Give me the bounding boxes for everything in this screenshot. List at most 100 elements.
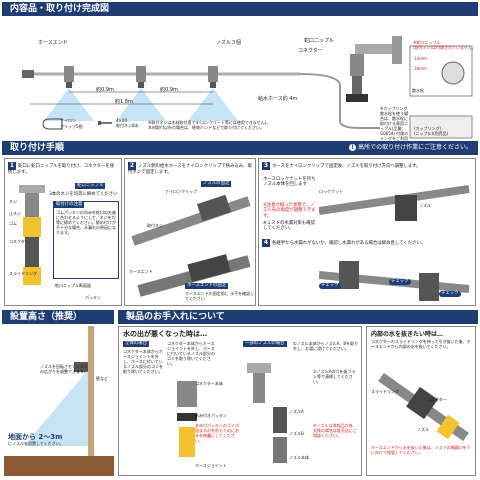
soak-text: ②ノズルAの穴を歯ブラシ等で清掃してください。 <box>313 369 356 384</box>
height-warning: !高所での取り付け作業にご注意ください。 <box>349 141 472 155</box>
label-coupling: (カップリング) <box>414 126 442 131</box>
label-distance-3: 約0.9m <box>160 87 178 93</box>
step-number: 1 <box>8 162 16 170</box>
label-mount-screw: 取付ネジ <box>147 223 163 228</box>
warning-angle: ※注意が揃った状態で、ノズル先の角度が調整できます。 <box>263 203 316 219</box>
nozzle-2 <box>136 66 146 88</box>
section-title: 設置高さ（推奨） <box>10 312 83 322</box>
section-header-contents: 内容品・取り付け完成図 <box>2 2 478 16</box>
step-number: 3 <box>262 162 270 170</box>
packing-note-box: 取付けの注意 ゴムパッキンの凹みを蛇口の先端に合わせるようにして、ネジを均等に締… <box>53 201 119 279</box>
drain-text: コネクターのスライドリングを持って引き抜いた後、ホースエンドから内部の水を抜いて… <box>371 339 471 349</box>
connector-detail-text: コネクター本体からホースジョイントを外し、ホースに付いているノズル部分のゴミを取… <box>167 341 215 366</box>
section-title: 内容品・取り付け完成図 <box>10 4 110 14</box>
all-case-text: コネクター本体からホースジョイントを外し、ホースに付いているノズル部分のゴミを取… <box>123 349 163 374</box>
nozzle-angle-note: ノズルを回転させてミストの広がりを調整できます。 <box>40 364 88 374</box>
label-nozzle-body: ノズル本体 <box>289 455 309 460</box>
tag-faucet-nipple: 蛇口ニップル <box>75 183 106 189</box>
coupling-note: ※カップリング散水栓を使う場合は、散水栓に取付ける専用ニップル(品番：G0654… <box>380 106 409 146</box>
all-case-tag: 全体の場合 <box>123 341 149 347</box>
label-rubber: ゴム <box>9 221 17 226</box>
label-nozzle-a: ノズルA <box>289 409 304 414</box>
screw-hint: 3本のネジを均等に締めてください <box>49 192 118 197</box>
drain-title: 内部の水を抜きたい時は… <box>371 331 444 338</box>
section-header-installation: 取り付け手順 !高所での取り付け作業にご注意ください。 <box>2 141 478 155</box>
tag-hose-end-fix: ホースエンドの固定 <box>185 283 229 289</box>
label-nylon-clip: ナイロン クリップ5個 <box>60 118 83 129</box>
nozzle-1 <box>64 66 74 88</box>
faucet-nozzle-illustration <box>247 363 287 463</box>
section-title: 製品のお手入れについて <box>126 312 225 322</box>
height-illustration <box>4 326 114 476</box>
height-value: 地面から 2～3m <box>8 433 63 441</box>
step-number: 2 <box>128 162 136 170</box>
clip-install-illustration <box>131 194 251 297</box>
label-slide-ring: スライドリング <box>371 389 399 394</box>
nozzle-adjust-illustration <box>319 185 470 221</box>
label-screw: ネジ <box>9 199 17 204</box>
flow-issue-title: 水の出が悪くなった時は… <box>123 330 207 338</box>
warning-icon: ! <box>349 144 357 151</box>
flow-issue-panel: 水の出が悪くなった時は… 全体の場合 コネクター本体からホースジョイントを外し、… <box>118 326 362 476</box>
label-screws: 4×20 取付ネジ8本 <box>116 118 139 128</box>
label-wall: 壁など <box>96 376 108 381</box>
nozzle-caution: ※ノズルは消耗品の為、交換の場合は販売店にご相談ください。 <box>313 423 357 438</box>
label-hose-end: ホースエンド <box>38 40 68 46</box>
section-title: 取り付け手順 <box>10 143 65 153</box>
label-packing: あみ付きパッキン <box>195 413 227 418</box>
wood-note: ※取付ネジは木材取付用です(コンクリート等には使用できません)。 木材取付以外の… <box>148 120 271 130</box>
label-sekisui: 散水栓 <box>412 88 424 93</box>
label-connector: コネクター <box>427 397 447 402</box>
label-hose-length: 給水ホース約 4m <box>258 96 298 102</box>
hose-end-fix-note: ホースエンドの固定前に 水平を確認してください <box>185 291 255 301</box>
check-badge-2: チェック <box>389 279 411 285</box>
label-nozzle: ノズル <box>417 427 429 432</box>
label-lock-nut: ロックナット <box>319 189 343 194</box>
screw-icon <box>98 120 112 126</box>
completion-diagram <box>22 36 473 139</box>
mist-note: ※ミストの水漏対策も確認してください。 <box>263 221 315 232</box>
label-packing: パッキン <box>85 295 101 300</box>
nozzle-3 <box>208 66 218 88</box>
label-faucet-nipple: 蛇口ニップル <box>304 38 335 44</box>
partial-case-text: ①ノズル本体からノズルA、Bを取り外し、お湯に浸けてください。 <box>293 341 359 351</box>
packing-note-text: ゴムパッキンの凹みを蛇口の先端に合わせるようにして、ネジを均等に締めてください。… <box>56 210 116 235</box>
faucet-illustration <box>346 36 402 102</box>
label-coupling-nipple: (ニップル)(別売品) <box>414 131 449 136</box>
label-nozzle: ノズル <box>419 203 431 208</box>
label-hose-end: ホースエンド <box>129 269 153 274</box>
label-nozzles: ノズル３個 <box>216 40 242 46</box>
label-connector: コネクター <box>9 239 29 244</box>
step-number: 4 <box>262 239 270 247</box>
size-14mm: 14mm <box>414 56 427 61</box>
label-cross-section: 蛇口ニップル断面図 <box>55 283 91 288</box>
section-header-maintenance: 製品のお手入れについて <box>118 310 478 324</box>
mesh-warning: あみ付パッキンのゴミが詰まるのを防ぐためにあみを綺麗にしてください。 <box>195 423 239 443</box>
size-18mm: 18mm <box>414 66 427 71</box>
label-distance-2: 約1.8m <box>115 99 133 105</box>
height-panel: ノズルを回転させてミストの広がりを調整できます。 壁など 地面から 2～3m に… <box>4 326 114 476</box>
label-connector-body: コネクター本体 <box>195 381 223 386</box>
packing-note-title: 取付けの注意 <box>54 202 85 208</box>
lock-nut-hint: ホースロックナットを持ちノズル本体を回します <box>263 177 316 188</box>
tag-nozzle-fix: ノズルの固定 <box>201 181 232 187</box>
connector-illustration <box>19 185 45 285</box>
label-nylon-clip: ナイロンクリップ <box>165 189 197 194</box>
hose-end-part <box>22 70 34 78</box>
label-connector: コネクター <box>298 48 323 54</box>
drain-illustration <box>378 372 469 442</box>
section-header-height: 設置高さ（推奨） <box>2 310 114 324</box>
label-slide-ring: スライドリング <box>9 271 37 276</box>
nylon-clip-icon <box>40 118 70 130</box>
label-nozzle-b: ノズルB <box>289 431 304 436</box>
drain-warning: ホースエンドから水を抜いた後は、ミストの噴霧口を下に向けて保管してください。 <box>371 445 471 455</box>
connector-parts-illustration <box>177 381 197 457</box>
nipple-not-included-note: ※蛇口ニップル (取付ネジ)は付属されていません。 <box>413 40 476 50</box>
